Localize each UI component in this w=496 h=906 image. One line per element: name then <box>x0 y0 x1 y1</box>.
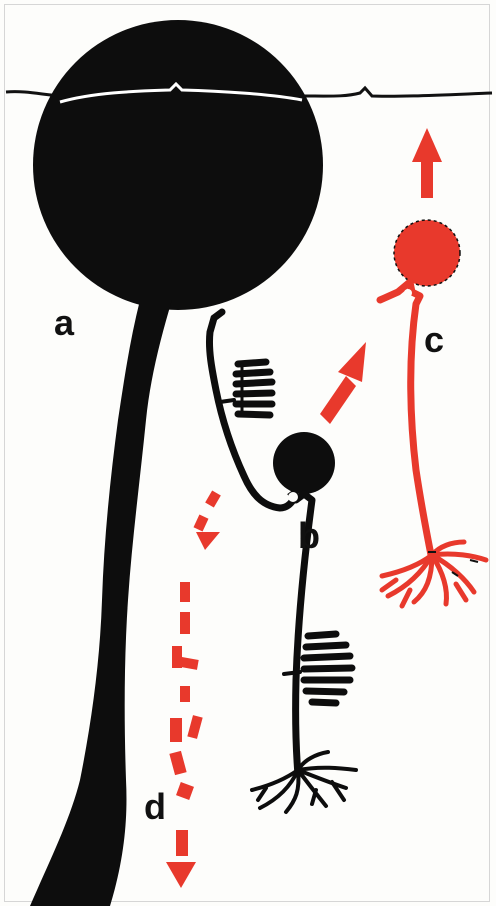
arrow-b-to-c <box>320 342 366 424</box>
dashed-path-d <box>166 490 221 888</box>
comb-upper <box>220 362 272 416</box>
label-a: a <box>54 302 75 343</box>
neuron-c <box>380 220 486 606</box>
neuron-b-soma-spot <box>288 492 298 502</box>
label-d: d <box>144 786 166 827</box>
label-c: c <box>424 319 444 360</box>
neuron-a-soma <box>33 20 323 310</box>
neuron-b-soma <box>273 432 335 494</box>
neuron-c-soma <box>394 220 460 286</box>
label-b: b <box>298 515 320 556</box>
neuron-b-dendrites <box>252 752 356 812</box>
arrow-up-from-c <box>412 128 442 198</box>
neuron-b <box>209 312 356 812</box>
neuron-c-soma-spot <box>404 289 412 297</box>
